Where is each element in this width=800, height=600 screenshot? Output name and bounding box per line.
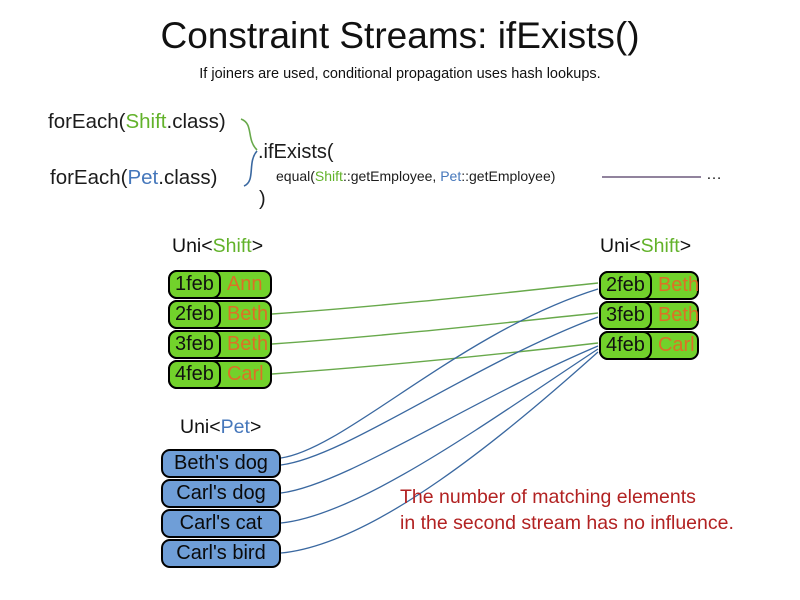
date-cell: 1feb	[168, 270, 221, 299]
match-line-carls-dog-4feb	[280, 345, 599, 494]
shift-type-token: Shift	[640, 235, 680, 257]
code-text: forEach(	[50, 166, 128, 189]
code-text: ::getEmployee,	[342, 168, 441, 184]
pet-type-token: Pet	[127, 166, 159, 189]
shift-right-row-3feb: 3feb Beth	[599, 301, 699, 330]
shift-left-row-1feb: 1feb Ann	[168, 270, 272, 299]
date-cell: 3feb	[168, 330, 221, 359]
shift-left-row-2feb: 2feb Beth	[168, 300, 272, 329]
date-cell: 4feb	[168, 360, 221, 389]
shift-type-token: Shift	[314, 168, 343, 184]
code-close-paren: )	[259, 188, 266, 210]
code-text: forEach(	[48, 110, 126, 133]
shift-left-row-4feb: 4feb Carl	[168, 360, 272, 389]
shift-right-row-4feb: 4feb Carl	[599, 331, 699, 360]
uni-pet-label: Uni<Pet>	[180, 416, 261, 439]
shift-type-token: Shift	[212, 235, 252, 257]
date-cell: 4feb	[599, 331, 652, 360]
code-text: .class)	[158, 166, 218, 189]
match-line-3feb	[271, 312, 599, 345]
code-text: .class)	[166, 110, 226, 133]
label-text: >	[251, 235, 264, 257]
label-text: >	[249, 416, 262, 438]
influence-note-line1: The number of matching elements	[400, 486, 696, 508]
code-foreach-shift: forEach(Shift.class)	[48, 110, 226, 134]
code-foreach-pet: forEach(Pet.class)	[50, 166, 218, 190]
uni-shift-right-label: Uni<Shift>	[600, 235, 691, 258]
shift-type-token: Shift	[125, 110, 167, 133]
label-text: >	[679, 235, 692, 257]
code-text: equal(	[276, 168, 315, 184]
brace-top-green	[240, 118, 258, 151]
employee-cell: Carl	[226, 363, 264, 385]
pet-type-token: Pet	[220, 416, 250, 438]
code-text: ::getEmployee)	[461, 168, 556, 184]
code-equal-joiner: equal(Shift::getEmployee, Pet::getEmploy…	[276, 168, 555, 184]
shift-right-row-2feb: 2feb Beth	[599, 271, 699, 300]
influence-note: The number of matching elements in the s…	[400, 484, 734, 536]
pet-row-carls-cat: Carl's cat	[161, 509, 281, 538]
employee-cell: Beth	[226, 333, 269, 355]
match-line-beths-dog-2feb	[280, 288, 599, 459]
brace-bottom-blue	[243, 150, 258, 187]
code-ifexists: .ifExists(	[258, 141, 334, 163]
shift-left-row-3feb: 3feb Beth	[168, 330, 272, 359]
pet-type-token: Pet	[440, 168, 462, 184]
page-subtitle: If joiners are used, conditional propaga…	[199, 66, 601, 82]
influence-note-line2: in the second stream has no influence.	[400, 512, 734, 534]
pet-row-carls-dog: Carl's dog	[161, 479, 281, 508]
label-text: Uni<	[180, 416, 221, 438]
employee-cell: Beth	[657, 274, 700, 296]
employee-cell: Beth	[657, 304, 700, 326]
uni-shift-left-label: Uni<Shift>	[172, 235, 263, 258]
date-cell: 2feb	[599, 271, 652, 300]
pet-row-beths-dog: Beth's dog	[161, 449, 281, 478]
date-cell: 2feb	[168, 300, 221, 329]
employee-cell: Beth	[226, 303, 269, 325]
label-text: Uni<	[172, 235, 213, 257]
match-line-2feb	[271, 282, 599, 315]
employee-cell: Carl	[657, 334, 695, 356]
match-line-4feb	[271, 342, 599, 375]
label-text: Uni<	[600, 235, 641, 257]
date-cell: 3feb	[599, 301, 652, 330]
page-title: Constraint Streams: ifExists()	[160, 15, 640, 56]
match-line-beths-dog-3feb	[280, 316, 599, 466]
code-ellipsis: …	[706, 166, 724, 183]
employee-cell: Ann	[226, 273, 263, 295]
pet-row-carls-bird: Carl's bird	[161, 539, 281, 568]
